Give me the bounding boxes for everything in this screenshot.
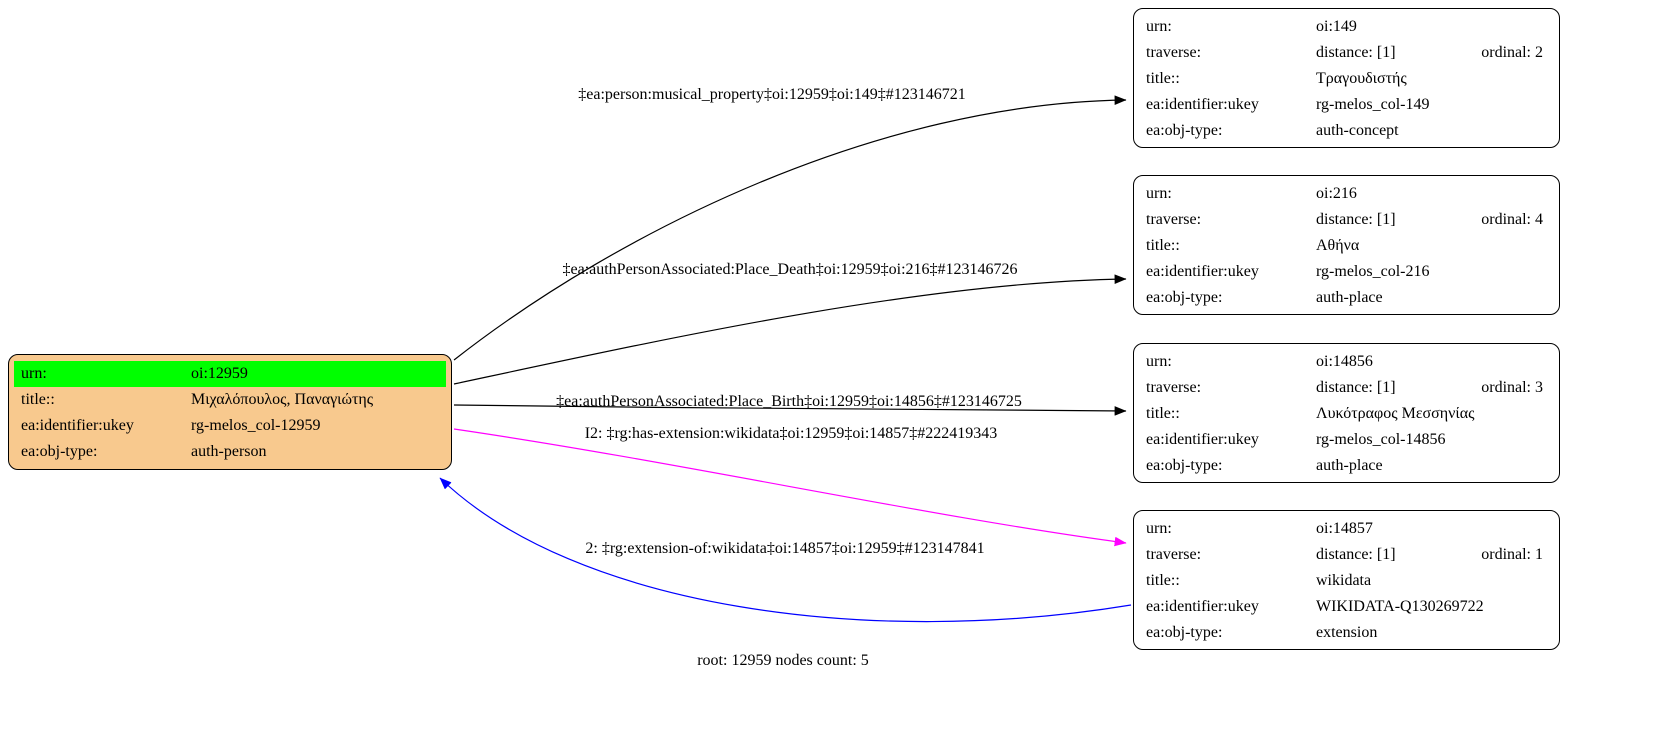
node-row-urn: urn: oi:14857 bbox=[1134, 516, 1559, 542]
node-row-traverse: traverse: distance: [1] ordinal: 2 bbox=[1134, 40, 1559, 66]
node-row-traverse: traverse: distance: [1] ordinal: 3 bbox=[1134, 375, 1559, 401]
node-row-identifier: ea:identifier:ukey rg-melos_col-216 bbox=[1134, 259, 1559, 285]
field-label: traverse: bbox=[1146, 211, 1202, 228]
field-value: distance: [1] ordinal: 2 bbox=[1316, 40, 1547, 66]
ordinal-value: ordinal: 2 bbox=[1481, 44, 1543, 61]
field-value: auth-concept bbox=[1316, 122, 1399, 139]
field-value: oi:14857 bbox=[1316, 520, 1373, 537]
edge-label-place-birth: ‡ea:authPersonAssociated:Place_Birth‡oi:… bbox=[556, 393, 1022, 410]
distance-value: distance: [1] bbox=[1316, 546, 1396, 563]
edge-label-place-death: ‡ea:authPersonAssociated:Place_Death‡oi:… bbox=[562, 261, 1018, 278]
node-row-traverse: traverse: distance: [1] ordinal: 1 bbox=[1134, 542, 1559, 568]
field-label: ea:obj-type: bbox=[1146, 457, 1223, 474]
field-label: ea:identifier:ukey bbox=[1146, 431, 1259, 448]
distance-value: distance: [1] bbox=[1316, 379, 1396, 396]
node-row-title: title:: Αθήνα bbox=[1134, 233, 1559, 259]
field-label: title:: bbox=[1146, 572, 1180, 589]
field-label: ea:identifier:ukey bbox=[21, 417, 134, 434]
field-label: title:: bbox=[1146, 405, 1180, 422]
field-value: rg-melos_col-149 bbox=[1316, 96, 1430, 113]
field-value: distance: [1] ordinal: 4 bbox=[1316, 207, 1547, 233]
node-row-identifier: ea:identifier:ukey WIKIDATA-Q130269722 bbox=[1134, 594, 1559, 620]
node-row-title: title:: Λυκότραφος Μεσσηνίας bbox=[1134, 401, 1559, 427]
node-row-urn: urn: oi:149 bbox=[1134, 14, 1559, 40]
field-value: oi:14856 bbox=[1316, 353, 1373, 370]
field-value: wikidata bbox=[1316, 572, 1372, 589]
edge-label-musical-property: ‡ea:person:musical_property‡oi:12959‡oi:… bbox=[578, 86, 966, 103]
field-value: auth-place bbox=[1316, 457, 1383, 474]
node-row-obj-type: ea:obj-type: auth-place bbox=[1134, 453, 1559, 479]
field-label: ea:obj-type: bbox=[21, 443, 98, 460]
field-label: urn: bbox=[1146, 185, 1172, 202]
entity-node-oi-14856: urn: oi:14856 traverse: distance: [1] or… bbox=[1133, 343, 1560, 483]
node-row-title: title:: Τραγουδιστής bbox=[1134, 66, 1559, 92]
field-label: traverse: bbox=[1146, 44, 1202, 61]
field-label: urn: bbox=[21, 365, 47, 382]
edge-place-death bbox=[453, 274, 1127, 385]
field-label: ea:identifier:ukey bbox=[1146, 263, 1259, 280]
node-row-identifier: ea:identifier:ukey rg-melos_col-14856 bbox=[1134, 427, 1559, 453]
field-value: Τραγουδιστής bbox=[1316, 70, 1407, 87]
edge-place-birth bbox=[453, 404, 1127, 416]
field-value: rg-melos_col-14856 bbox=[1316, 431, 1446, 448]
node-row-urn: urn: oi:12959 bbox=[14, 361, 446, 387]
field-value: WIKIDATA-Q130269722 bbox=[1316, 598, 1484, 615]
field-label: title:: bbox=[1146, 70, 1180, 87]
field-value: Αθήνα bbox=[1316, 237, 1360, 254]
field-label: title:: bbox=[1146, 237, 1180, 254]
distance-value: distance: [1] bbox=[1316, 44, 1396, 61]
field-label: traverse: bbox=[1146, 546, 1202, 563]
field-label: ea:identifier:ukey bbox=[1146, 96, 1259, 113]
entity-node-oi-14857: urn: oi:14857 traverse: distance: [1] or… bbox=[1133, 510, 1560, 650]
edge-musical-property bbox=[453, 95, 1127, 361]
edge-label-extension-of: 2: ‡rg:extension-of:wikidata‡oi:14857‡oi… bbox=[585, 540, 985, 557]
node-row-identifier: ea:identifier:ukey rg-melos_col-12959 bbox=[9, 413, 451, 439]
field-value: extension bbox=[1316, 624, 1378, 641]
ordinal-value: ordinal: 4 bbox=[1481, 211, 1543, 228]
node-row-obj-type: ea:obj-type: auth-concept bbox=[1134, 118, 1559, 144]
entity-node-oi-216: urn: oi:216 traverse: distance: [1] ordi… bbox=[1133, 175, 1560, 315]
field-value: auth-place bbox=[1316, 289, 1383, 306]
field-value: Μιχαλόπουλος, Παναγιώτης bbox=[191, 391, 374, 408]
field-label: traverse: bbox=[1146, 379, 1202, 396]
node-row-urn: urn: oi:14856 bbox=[1134, 349, 1559, 375]
ordinal-value: ordinal: 3 bbox=[1481, 379, 1543, 396]
node-row-obj-type: ea:obj-type: auth-person bbox=[9, 439, 451, 465]
field-label: ea:identifier:ukey bbox=[1146, 598, 1259, 615]
field-value: distance: [1] ordinal: 1 bbox=[1316, 542, 1547, 568]
node-row-title: title:: wikidata bbox=[1134, 568, 1559, 594]
node-row-title: title:: Μιχαλόπουλος, Παναγιώτης bbox=[9, 387, 451, 413]
node-row-obj-type: ea:obj-type: extension bbox=[1134, 620, 1559, 646]
edge-label-has-extension: I2: ‡rg:has-extension:wikidata‡oi:12959‡… bbox=[584, 425, 998, 442]
field-value: rg-melos_col-216 bbox=[1316, 263, 1430, 280]
field-label: urn: bbox=[1146, 520, 1172, 537]
node-row-urn: urn: oi:216 bbox=[1134, 181, 1559, 207]
field-value: auth-person bbox=[191, 443, 267, 460]
graph-footer-text: root: 12959 nodes count: 5 bbox=[697, 652, 869, 669]
edge-has-extension bbox=[453, 428, 1127, 547]
field-label: urn: bbox=[1146, 18, 1172, 35]
root-node-oi-12959: urn: oi:12959 title:: Μιχαλόπουλος, Πανα… bbox=[8, 354, 452, 470]
entity-node-oi-149: urn: oi:149 traverse: distance: [1] ordi… bbox=[1133, 8, 1560, 148]
field-value: distance: [1] ordinal: 3 bbox=[1316, 375, 1547, 401]
ordinal-value: ordinal: 1 bbox=[1481, 546, 1543, 563]
field-value: rg-melos_col-12959 bbox=[191, 417, 321, 434]
distance-value: distance: [1] bbox=[1316, 211, 1396, 228]
field-value: Λυκότραφος Μεσσηνίας bbox=[1316, 405, 1475, 422]
field-value: oi:12959 bbox=[191, 365, 248, 382]
field-label: ea:obj-type: bbox=[1146, 122, 1223, 139]
field-label: title:: bbox=[21, 391, 55, 408]
field-value: oi:216 bbox=[1316, 185, 1357, 202]
node-row-identifier: ea:identifier:ukey rg-melos_col-149 bbox=[1134, 92, 1559, 118]
node-row-traverse: traverse: distance: [1] ordinal: 4 bbox=[1134, 207, 1559, 233]
field-label: urn: bbox=[1146, 353, 1172, 370]
field-label: ea:obj-type: bbox=[1146, 289, 1223, 306]
node-row-obj-type: ea:obj-type: auth-place bbox=[1134, 285, 1559, 311]
field-label: ea:obj-type: bbox=[1146, 624, 1223, 641]
edge-extension-of bbox=[439, 477, 1132, 623]
field-value: oi:149 bbox=[1316, 18, 1357, 35]
